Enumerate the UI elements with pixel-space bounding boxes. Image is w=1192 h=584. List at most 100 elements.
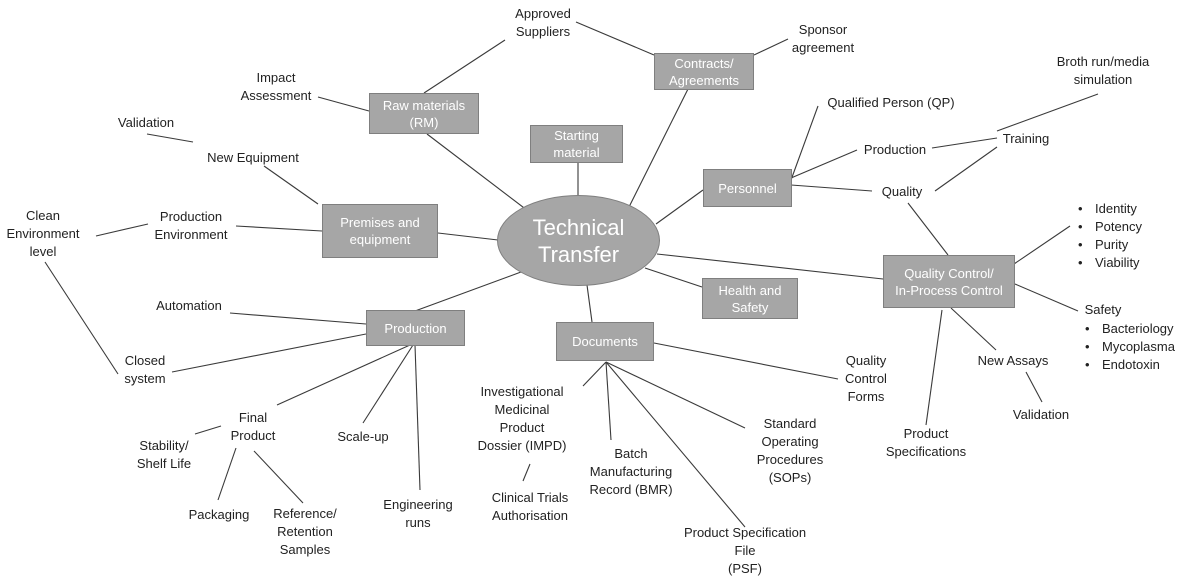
label-line: agreement	[791, 40, 855, 55]
connector	[790, 105, 819, 181]
connector	[276, 344, 411, 406]
label-line: Scale-up	[337, 429, 389, 444]
box-line: In-Process Control	[895, 282, 1003, 298]
connector	[907, 202, 949, 256]
connector	[44, 261, 119, 375]
label-line: New Equipment	[207, 150, 299, 165]
connector	[653, 342, 839, 380]
center-line-2: Transfer	[537, 241, 620, 267]
label-line: Operating	[761, 434, 819, 449]
label-line: Packaging	[188, 507, 250, 522]
label-line: Assessment	[240, 88, 312, 103]
connector	[931, 137, 998, 149]
label-new-assays: New Assays	[968, 352, 1058, 370]
connector	[605, 361, 746, 528]
label-line: simulation	[1073, 72, 1133, 87]
connector	[575, 21, 655, 56]
label-personnel-production: Production	[855, 141, 935, 159]
category-qc-ipc: Quality Control/ In-Process Control	[883, 255, 1015, 308]
connector	[95, 223, 149, 237]
label-reference-samples: Reference/ Retention Samples	[260, 505, 350, 559]
label-psf: Product Specification File (PSF)	[670, 524, 820, 578]
label-line: Production	[159, 209, 223, 224]
safety-items-list: Bacteriology Mycoplasma Endotoxin	[1083, 320, 1175, 374]
label-impact-assessment: Impact Assessment	[226, 69, 326, 105]
label-engineering-runs: Engineering runs	[373, 496, 463, 532]
connector	[790, 149, 858, 179]
label-line: Medicinal	[494, 402, 550, 417]
connector	[656, 253, 884, 280]
label-line: Broth run/media	[1056, 54, 1150, 69]
category-documents: Documents	[556, 322, 654, 361]
label-packaging: Packaging	[178, 506, 260, 524]
box-line: Raw materials	[382, 97, 466, 113]
label-line: New Assays	[977, 353, 1049, 368]
label-new-equipment: New Equipment	[198, 149, 308, 167]
label-line: (SOPs)	[768, 470, 812, 485]
list-item: Mycoplasma	[1083, 338, 1175, 356]
label-stability: Stability/ Shelf Life	[124, 437, 204, 473]
label-line: Record (BMR)	[589, 482, 673, 497]
center-line-1: Technical	[532, 214, 625, 240]
label-broth-run: Broth run/media simulation	[1043, 53, 1163, 89]
box-line: Quality Control/	[904, 265, 994, 281]
box-line: Starting	[554, 128, 599, 143]
category-starting-material: Starting material	[530, 125, 623, 163]
label-clinical-trials: Clinical Trials Authorisation	[475, 489, 585, 525]
label-line: runs	[405, 515, 431, 530]
connector	[414, 271, 522, 312]
connector	[996, 93, 1099, 132]
label-line: Validation	[117, 115, 175, 130]
connector	[1014, 283, 1079, 312]
label-validation-assays: Validation	[1001, 406, 1081, 424]
connector	[235, 225, 323, 232]
label-line: Production	[863, 142, 927, 157]
connector	[171, 333, 367, 373]
box-line: Documents	[572, 334, 638, 349]
connector	[1013, 225, 1071, 265]
label-line: Stability/	[139, 438, 189, 453]
label-line: Environment	[154, 227, 228, 242]
label-line: level	[29, 244, 57, 259]
box-line: Production	[384, 320, 447, 336]
list-item: Viability	[1076, 254, 1142, 272]
label-sops: Standard Operating Procedures (SOPs)	[740, 415, 840, 487]
connector	[950, 307, 997, 351]
label-clean-environment: Clean Environment level	[0, 207, 86, 261]
label-line: Procedures	[756, 452, 824, 467]
label-line: Retention	[277, 524, 333, 539]
label-line: Product	[903, 426, 949, 441]
connector	[146, 133, 194, 143]
connector	[437, 232, 499, 241]
box-line: Personnel	[718, 180, 777, 196]
list-item: Endotoxin	[1083, 356, 1175, 374]
connector	[217, 447, 237, 501]
box-line: equipment	[349, 232, 411, 247]
connector	[582, 361, 607, 387]
label-line: Safety	[1084, 302, 1122, 317]
label-sponsor-agreement: Sponsor agreement	[773, 21, 873, 57]
box-line: Contracts/	[674, 55, 734, 71]
connector	[644, 267, 703, 288]
label-line: Validation	[1012, 407, 1070, 422]
label-line: Investigational	[480, 384, 564, 399]
category-health-safety: Health and Safety	[702, 278, 798, 319]
category-raw-materials: Raw materials (RM)	[369, 93, 479, 134]
label-line: Closed	[124, 353, 166, 368]
category-premises-equipment: Premises and equipment	[322, 204, 438, 258]
label-line: Reference/	[273, 506, 337, 521]
label-line: Authorisation	[492, 508, 568, 523]
box-line: material	[553, 145, 600, 160]
connector	[1025, 371, 1043, 403]
list-item: Potency	[1076, 218, 1142, 236]
connector	[263, 165, 319, 205]
label-automation: Automation	[144, 297, 234, 315]
category-personnel: Personnel	[703, 169, 792, 207]
connector	[655, 189, 704, 225]
category-production: Production	[366, 310, 465, 346]
label-line: system	[124, 371, 166, 386]
connector	[414, 344, 421, 491]
category-contracts: Contracts/ Agreements	[654, 53, 754, 90]
label-line: Suppliers	[515, 24, 571, 39]
